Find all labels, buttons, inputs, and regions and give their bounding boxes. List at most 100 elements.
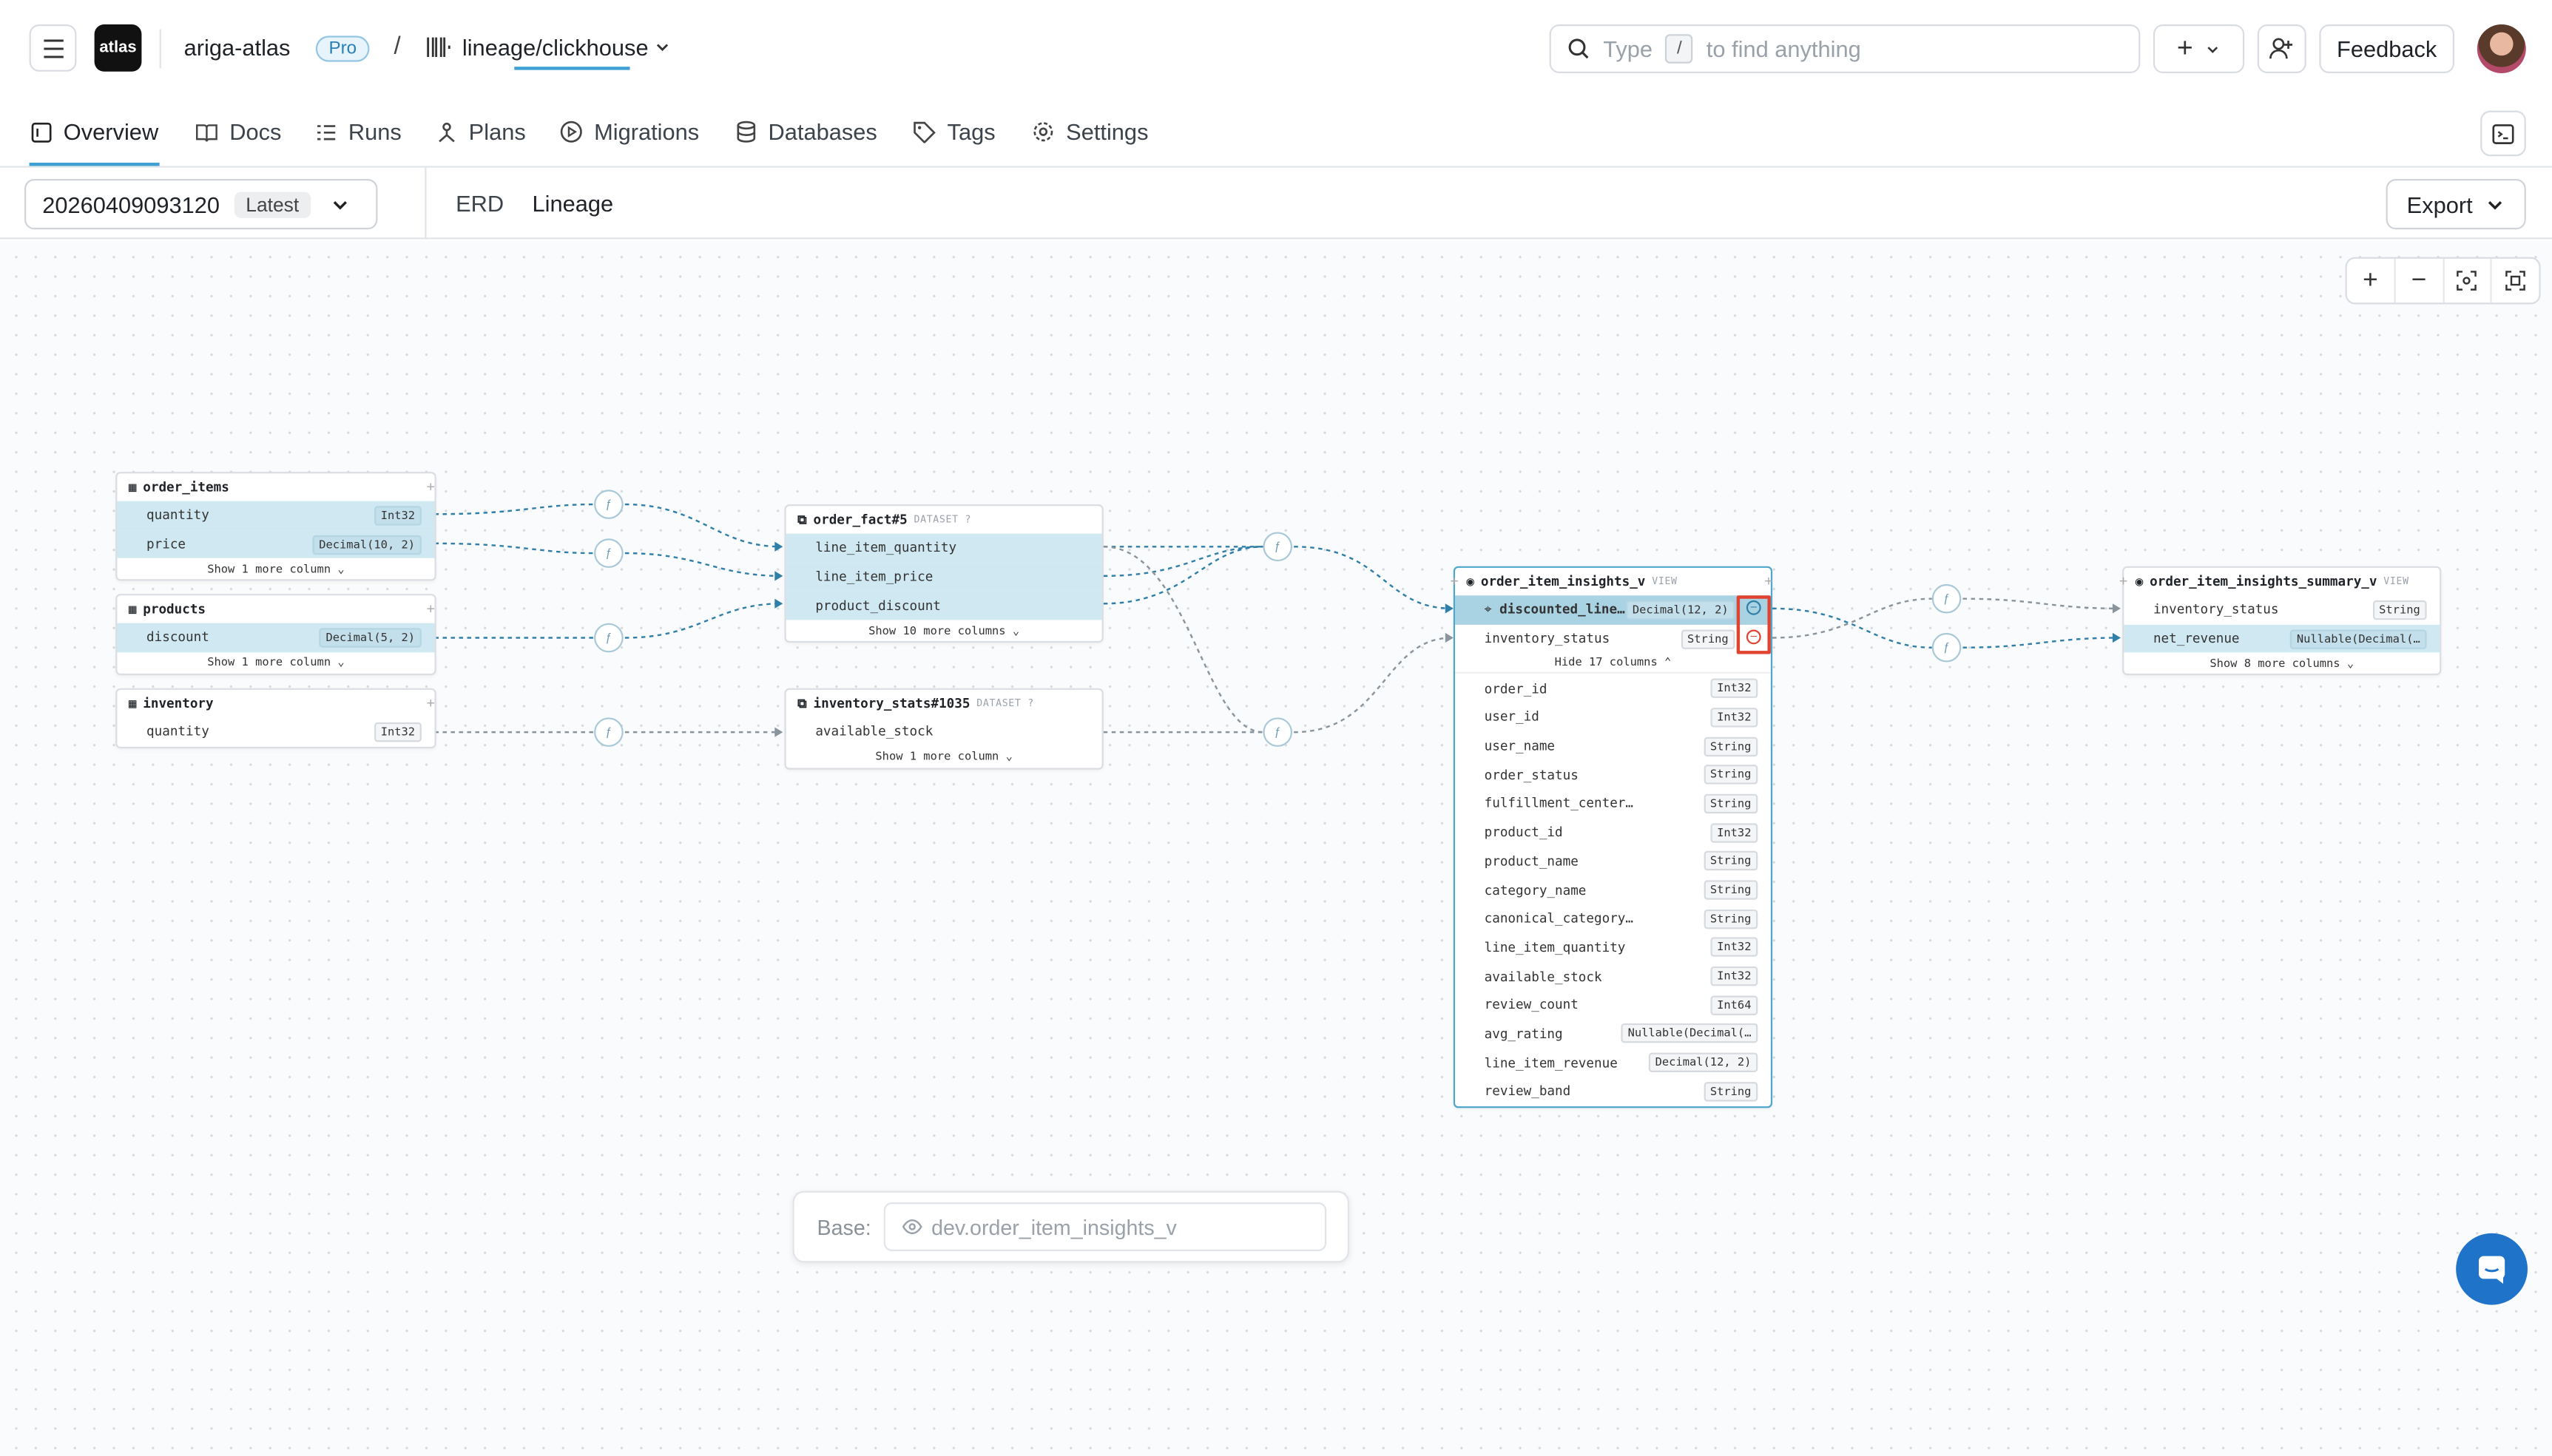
expand-downstream-button[interactable]: +	[1764, 572, 1773, 589]
column-type: String	[1704, 1081, 1758, 1102]
tab-erd[interactable]: ERD	[456, 190, 504, 217]
barcode-icon	[427, 37, 450, 58]
column-row[interactable]: line_item_quantity	[786, 533, 1102, 563]
nav-docs[interactable]: Docs	[195, 119, 281, 145]
column-row[interactable]: available_stock	[786, 717, 1102, 746]
show-more-columns[interactable]: Show 1 more column ⌄	[786, 746, 1102, 768]
column-row[interactable]: canonical_category…String	[1455, 904, 1771, 933]
feedback-button[interactable]: Feedback	[2319, 24, 2454, 74]
column-row[interactable]: product_discount	[786, 591, 1102, 620]
expand-node-button[interactable]: +	[426, 694, 436, 711]
project-selector[interactable]: lineage/clickhouse	[426, 34, 671, 60]
atlas-logo[interactable]: atlas	[94, 24, 142, 72]
show-more-columns[interactable]: Show 10 more columns ⌄	[786, 620, 1102, 641]
show-more-columns[interactable]: Show 1 more column ⌄	[117, 559, 434, 580]
lineage-toggle-icon[interactable]: –	[1746, 600, 1761, 615]
column-row[interactable]: line_item_price	[786, 562, 1102, 592]
expand-upstream-button[interactable]: +	[1450, 572, 1459, 589]
help-icon[interactable]: ?	[965, 514, 972, 526]
hide-columns[interactable]: Hide 17 columns ⌃	[1455, 653, 1771, 674]
breadcrumb-separator: /	[394, 33, 401, 61]
expand-upstream-button[interactable]: +	[2119, 572, 2128, 589]
transform-node[interactable]: ƒ	[1931, 632, 1962, 663]
nav-migrations[interactable]: Migrations	[560, 119, 699, 145]
transform-node[interactable]: ƒ	[594, 538, 624, 568]
transform-node[interactable]: ƒ	[594, 623, 624, 653]
transform-node[interactable]: ƒ	[1931, 583, 1962, 614]
org-name[interactable]: ariga-atlas	[183, 34, 291, 61]
zoom-in-button[interactable]: +	[2347, 258, 2396, 303]
base-selector-panel: Base: dev.order_item_insights_v	[792, 1191, 1350, 1263]
nav-tags[interactable]: Tags	[913, 119, 996, 145]
invite-user-button[interactable]	[2257, 24, 2306, 74]
expand-icon	[2505, 271, 2526, 291]
fullscreen-button[interactable]	[2492, 259, 2539, 302]
node-kind: VIEW	[2383, 575, 2409, 588]
transform-node[interactable]: ƒ	[594, 490, 624, 519]
transform-node[interactable]: ƒ	[1263, 532, 1293, 562]
user-plus-icon	[2269, 38, 2293, 59]
lineage-canvas[interactable]	[0, 240, 2552, 1456]
create-button[interactable]: +	[2153, 24, 2245, 74]
version-selector[interactable]: 20260409093120 Latest	[24, 179, 378, 230]
chat-support-button[interactable]	[2456, 1233, 2528, 1305]
show-more-columns[interactable]: Show 1 more column ⌄	[117, 652, 434, 674]
user-avatar[interactable]	[2477, 24, 2526, 74]
terminal-button[interactable]	[2480, 110, 2526, 157]
column-name: user_name	[1484, 739, 1556, 754]
nav-overview[interactable]: Overview	[31, 119, 158, 145]
column-row-selected[interactable]: ⌖ discounted_line…Decimal(12, 2)	[1455, 595, 1771, 625]
zoom-out-button[interactable]: −	[2395, 258, 2444, 303]
edge	[624, 552, 782, 578]
tab-lineage[interactable]: Lineage	[532, 190, 614, 217]
nav-runs[interactable]: Runs	[316, 119, 402, 145]
column-type: Int32	[1710, 938, 1758, 958]
show-more-columns[interactable]: Show 8 more columns ⌄	[2124, 653, 2440, 674]
menu-button[interactable]	[29, 24, 77, 72]
search-input[interactable]: Type / to find anything	[1549, 24, 2141, 74]
base-input[interactable]: dev.order_item_insights_v	[884, 1202, 1327, 1251]
fit-view-button[interactable]	[2444, 258, 2493, 303]
help-icon[interactable]: ?	[1027, 697, 1034, 710]
expand-node-button[interactable]: +	[426, 600, 436, 617]
column-row[interactable]: fulfillment_center…String	[1455, 789, 1771, 818]
column-name: inventory_status	[1484, 631, 1610, 646]
column-type: Decimal(10, 2)	[312, 534, 422, 555]
nav-databases[interactable]: Databases	[736, 119, 877, 145]
transform-node[interactable]: ƒ	[1263, 717, 1293, 747]
nav-plans[interactable]: Plans	[436, 119, 526, 145]
export-button[interactable]: Export	[2386, 179, 2526, 230]
search-placeholder-post: to find anything	[1706, 35, 1861, 62]
expand-node-button[interactable]: +	[426, 478, 436, 495]
transform-node[interactable]: ƒ	[594, 717, 624, 747]
nav-settings[interactable]: Settings	[1032, 119, 1148, 145]
lineage-toggle-icon[interactable]: –	[1746, 629, 1761, 645]
